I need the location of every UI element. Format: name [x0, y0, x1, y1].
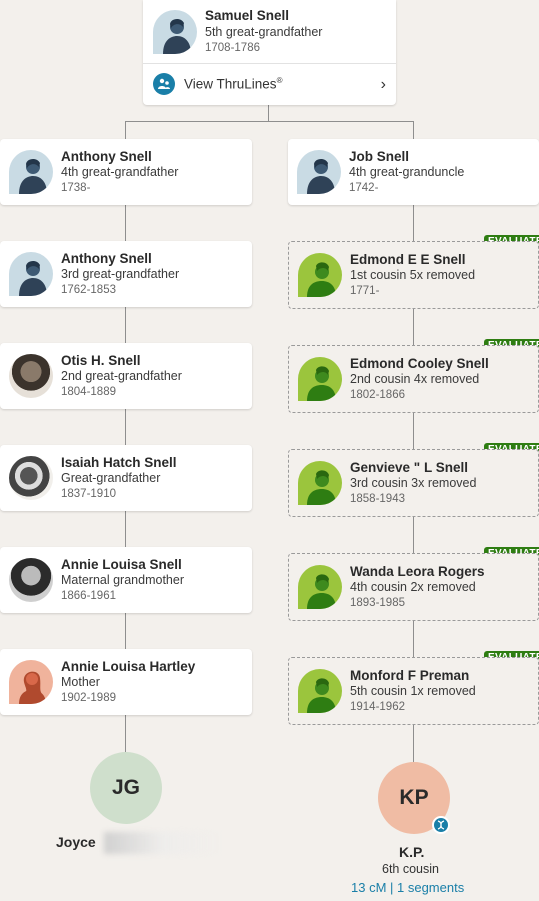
person-relationship: 2nd great-grandfather: [61, 369, 182, 384]
green-leaf-avatar-icon: [298, 253, 342, 297]
person-name[interactable]: Isaiah Hatch Snell: [61, 454, 177, 470]
ancestor-card[interactable]: Isaiah Hatch Snell Great-grandfather 183…: [0, 445, 252, 511]
match-name[interactable]: K.P.: [399, 844, 425, 860]
person-name[interactable]: Genvieve " L Snell: [350, 459, 468, 475]
shared-dna-link[interactable]: 13 cM | 1 segments: [351, 880, 465, 895]
person-dates: 1771-: [350, 285, 380, 298]
relative-card[interactable]: Job Snell 4th great-granduncle 1742-: [288, 139, 539, 205]
person-name[interactable]: Wanda Leora Rogers: [350, 563, 485, 579]
person-dates: 1893-1985: [350, 597, 405, 610]
profile-photo: [9, 354, 53, 398]
person-relationship: 4th cousin 2x removed: [350, 580, 476, 595]
dna-match-icon: [432, 816, 450, 834]
person-dates: 1738-: [61, 182, 91, 195]
person-relationship: 5th cousin 1x removed: [350, 684, 476, 699]
thrulines-label: View ThruLines: [184, 76, 277, 92]
person-dates: 1866-1961: [61, 590, 116, 603]
person-relationship: 4th great-granduncle: [349, 165, 465, 180]
person-relationship: 5th great-grandfather: [205, 24, 323, 39]
person-relationship: 4th great-grandfather: [61, 165, 179, 180]
person-name[interactable]: Edmond Cooley Snell: [350, 355, 489, 371]
person-name[interactable]: Annie Louisa Snell: [61, 556, 182, 572]
top-ancestor-card[interactable]: Samuel Snell 5th great-grandfather 1708-…: [143, 0, 396, 105]
green-leaf-avatar-icon: [298, 565, 342, 609]
person-name[interactable]: Anthony Snell: [61, 250, 152, 266]
match-initials: KP: [399, 786, 429, 809]
chevron-right-icon: ›: [380, 76, 386, 93]
user-name: Joyce: [56, 834, 96, 850]
person-dates: 1804-1889: [61, 386, 116, 399]
person-relationship: Mother: [61, 675, 100, 690]
profile-photo: [9, 456, 53, 500]
ancestor-card[interactable]: Annie Louisa Snell Maternal grandmother …: [0, 547, 252, 613]
person-dates: 1837-1910: [61, 488, 116, 501]
male-avatar-icon: [9, 252, 53, 296]
person-dates: 1742-: [349, 182, 379, 195]
match-initials-avatar[interactable]: KP: [378, 762, 450, 834]
male-avatar-icon: [153, 9, 197, 54]
green-leaf-avatar-icon: [298, 461, 342, 505]
profile-photo: [9, 558, 53, 602]
person-relationship: Maternal grandmother: [61, 573, 184, 588]
person-name[interactable]: Otis H. Snell: [61, 352, 141, 368]
person-dates: 1802-1866: [350, 389, 405, 402]
relative-card[interactable]: Genvieve " L Snell 3rd cousin 3x removed…: [288, 449, 539, 517]
redacted-surname: [104, 832, 220, 854]
person-name[interactable]: Anthony Snell: [61, 148, 152, 164]
person-name[interactable]: Annie Louisa Hartley: [61, 658, 196, 674]
person-name[interactable]: Edmond E E Snell: [350, 251, 466, 267]
person-relationship: 3rd cousin 3x removed: [350, 476, 477, 491]
relative-card[interactable]: Edmond E E Snell 1st cousin 5x removed 1…: [288, 241, 539, 309]
view-thrulines-button[interactable]: View ThruLines® ›: [143, 64, 396, 104]
person-name[interactable]: Samuel Snell: [205, 8, 290, 24]
person-name[interactable]: Job Snell: [349, 148, 410, 164]
male-avatar-icon: [9, 150, 53, 194]
person-dates: 1762-1853: [61, 284, 116, 297]
person-relationship: Great-grandfather: [61, 471, 161, 486]
thrulines-icon: [153, 73, 175, 95]
person-relationship: 1st cousin 5x removed: [350, 268, 476, 283]
relative-card[interactable]: Edmond Cooley Snell 2nd cousin 4x remove…: [288, 345, 539, 413]
ancestor-card[interactable]: Anthony Snell 4th great-grandfather 1738…: [0, 139, 252, 205]
user-initials-avatar[interactable]: JG: [90, 752, 162, 824]
registered-mark: ®: [276, 76, 283, 86]
person-relationship: 3rd great-grandfather: [61, 267, 180, 282]
user-initials: JG: [111, 776, 140, 799]
green-leaf-avatar-icon: [298, 357, 342, 401]
relative-card[interactable]: Monford F Preman 5th cousin 1x removed 1…: [288, 657, 539, 725]
ancestor-card[interactable]: Otis H. Snell 2nd great-grandfather 1804…: [0, 343, 252, 409]
female-avatar-icon: [9, 660, 53, 704]
male-avatar-icon: [297, 150, 341, 194]
person-dates: 1708-1786: [205, 41, 260, 54]
person-dates: 1902-1989: [61, 692, 116, 705]
person-dates: 1858-1943: [350, 493, 405, 506]
relative-card[interactable]: Wanda Leora Rogers 4th cousin 2x removed…: [288, 553, 539, 621]
person-relationship: 2nd cousin 4x removed: [350, 372, 480, 387]
green-leaf-avatar-icon: [298, 669, 342, 713]
person-name[interactable]: Monford F Preman: [350, 667, 470, 683]
ancestor-card[interactable]: Annie Louisa Hartley Mother 1902-1989: [0, 649, 252, 715]
person-dates: 1914-1962: [350, 701, 405, 714]
match-relationship: 6th cousin: [382, 862, 439, 876]
ancestor-card[interactable]: Anthony Snell 3rd great-grandfather 1762…: [0, 241, 252, 307]
